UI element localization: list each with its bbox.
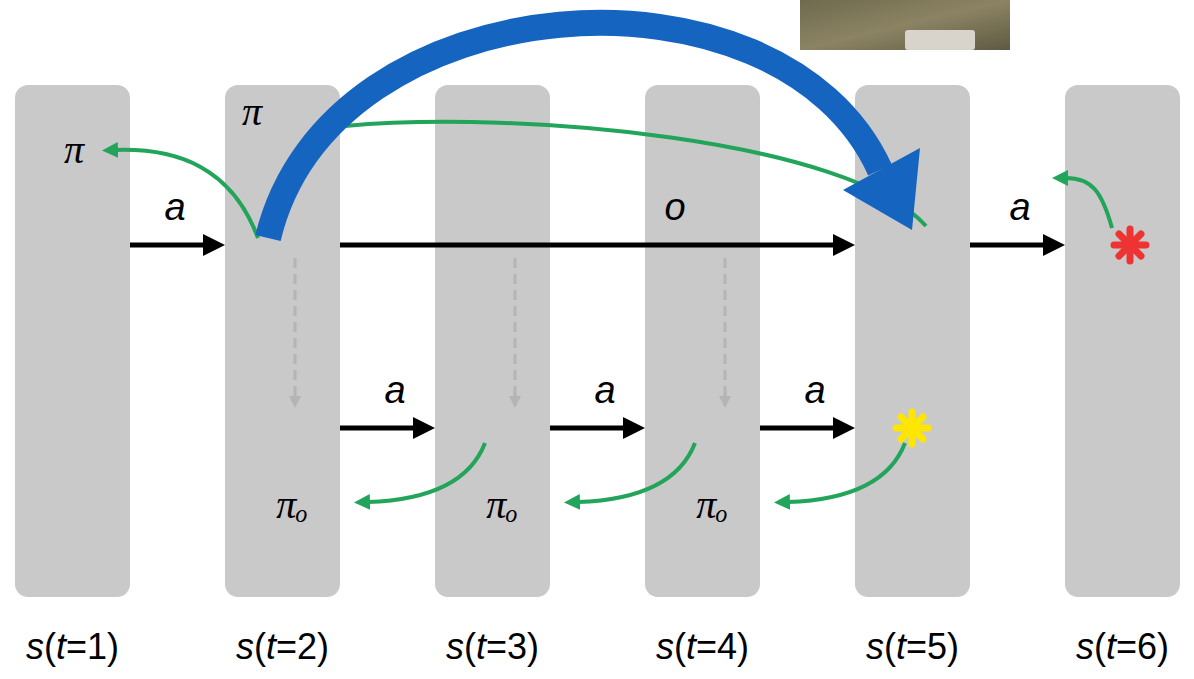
option-policy-arrow <box>578 443 695 502</box>
option-policy-arrow <box>368 443 485 502</box>
green-arrows <box>116 122 1112 502</box>
text-glyph: s <box>446 626 464 667</box>
state-bar-shape <box>645 85 760 597</box>
policy-label: πₒ <box>696 483 727 527</box>
dashed-arrow <box>514 258 517 398</box>
state-label: s(t=2) <box>236 627 329 667</box>
text-glyph: ( <box>464 626 476 667</box>
state-bar-shape <box>15 85 130 597</box>
text-glyph: t <box>56 626 66 667</box>
text-glyph: 2 <box>297 626 317 667</box>
policy-label: π <box>242 90 262 134</box>
action-label: a <box>594 370 615 412</box>
action-label: a <box>164 187 185 229</box>
skip-arrowhead <box>843 148 920 230</box>
text-glyph: 3 <box>507 626 527 667</box>
text-glyph: = <box>1116 626 1137 667</box>
text-glyph: t <box>896 626 906 667</box>
text-glyph: 6 <box>1137 626 1157 667</box>
text-glyph: t <box>1106 626 1116 667</box>
photo-fragment <box>800 0 1010 50</box>
text-glyph: ) <box>947 626 959 667</box>
text-glyph: s <box>26 626 44 667</box>
transition-arrow <box>340 426 413 431</box>
policy-label: πₒ <box>276 483 307 527</box>
text-glyph: ) <box>317 626 329 667</box>
text-glyph: ( <box>674 626 686 667</box>
state-label: s(t=3) <box>446 627 539 667</box>
red-asterisk <box>1114 229 1146 261</box>
text-glyph: ) <box>107 626 119 667</box>
photo <box>800 0 1010 50</box>
state-bar: s(t=2) <box>225 85 340 597</box>
text-glyph: = <box>906 626 927 667</box>
policy-label: πₒ <box>486 483 517 527</box>
text-glyph: ( <box>884 626 896 667</box>
option-policy-arrow <box>788 443 905 502</box>
dashed-arrows <box>295 258 725 398</box>
action-label: a <box>804 370 825 412</box>
state-bar-shape <box>1065 85 1180 597</box>
state-label: s(t=5) <box>866 627 959 667</box>
text-glyph: 4 <box>717 626 737 667</box>
text-glyph: t <box>266 626 276 667</box>
policy-arrow <box>116 150 258 238</box>
state-label: s(t=4) <box>656 627 749 667</box>
text-glyph: t <box>476 626 486 667</box>
dashed-arrow <box>294 258 297 398</box>
transition-arrow <box>550 426 623 431</box>
photo-patch <box>905 30 975 50</box>
state-bar: s(t=4) <box>645 85 760 597</box>
transition-arrow <box>970 243 1043 248</box>
text-glyph: = <box>276 626 297 667</box>
policy-arrow <box>345 122 926 226</box>
transition-arrow <box>340 243 833 248</box>
text-glyph: ( <box>1094 626 1106 667</box>
text-glyph: ) <box>737 626 749 667</box>
blue-skip-arrow <box>268 23 920 238</box>
text-glyph: s <box>1076 626 1094 667</box>
state-label: s(t=1) <box>26 627 119 667</box>
text-glyph: ( <box>44 626 56 667</box>
text-glyph: = <box>696 626 717 667</box>
text-glyph: = <box>486 626 507 667</box>
text-glyph: s <box>866 626 884 667</box>
action-label: a <box>384 370 405 412</box>
text-glyph: = <box>66 626 87 667</box>
state-bar: s(t=3) <box>435 85 550 597</box>
policy-arrow <box>1066 178 1112 228</box>
action-label: a <box>1009 187 1030 229</box>
skip-arc <box>268 23 880 238</box>
text-glyph: 1 <box>87 626 107 667</box>
policy-label: π <box>64 128 84 172</box>
yellow-asterisk <box>896 412 928 444</box>
text-glyph: ) <box>1157 626 1169 667</box>
text-glyph: t <box>686 626 696 667</box>
state-bar: s(t=1) <box>15 85 130 597</box>
state-bar-shape <box>435 85 550 597</box>
text-glyph: s <box>656 626 674 667</box>
text-glyph: ) <box>527 626 539 667</box>
action-label: o <box>664 187 685 229</box>
text-glyph: 5 <box>927 626 947 667</box>
text-glyph: s <box>236 626 254 667</box>
state-label: s(t=6) <box>1076 627 1169 667</box>
state-bar: s(t=6) <box>1065 85 1180 597</box>
transition-arrow <box>760 426 833 431</box>
dashed-arrow <box>724 258 727 398</box>
transition-arrow <box>130 243 203 248</box>
text-glyph: ( <box>254 626 266 667</box>
state-bar-shape <box>225 85 340 597</box>
